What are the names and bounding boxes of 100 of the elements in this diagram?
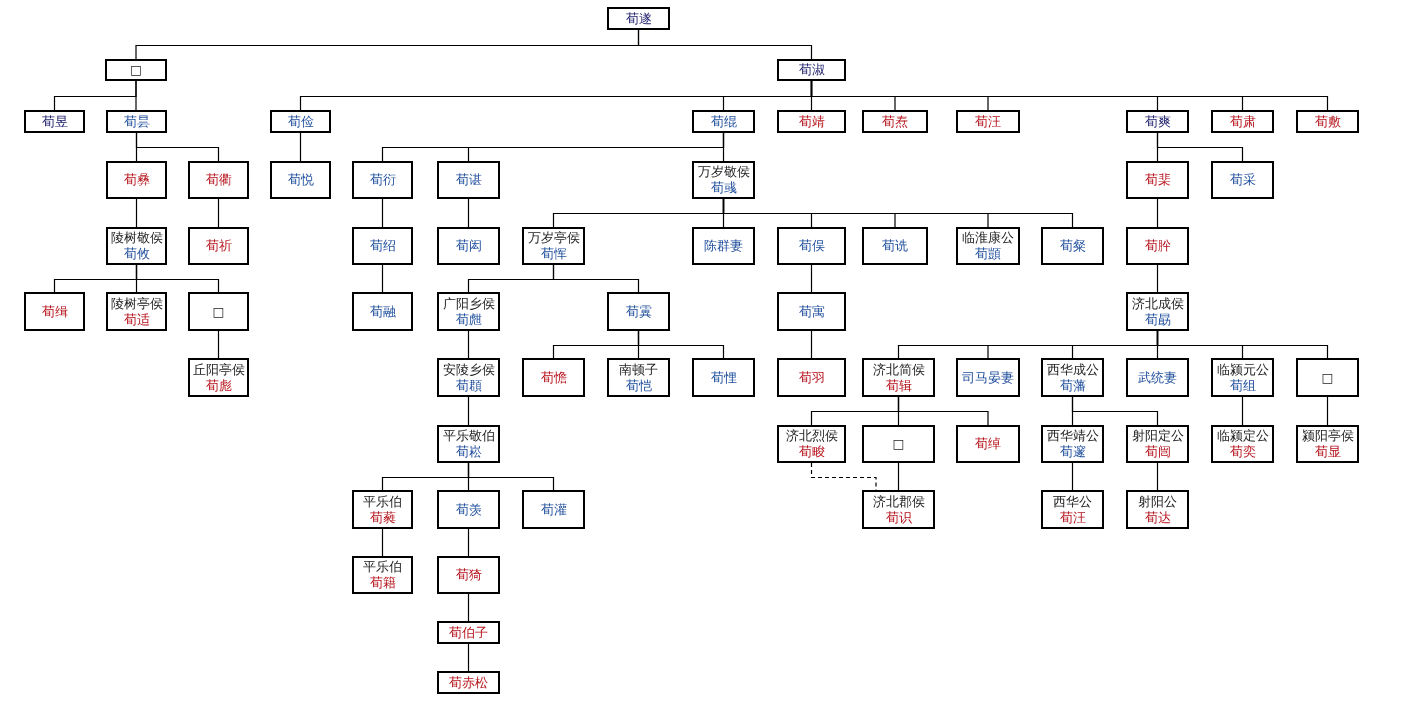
name-text: 荀识 [885,509,912,526]
connector-line [467,330,470,359]
title-text: 丘阳亭侯 [192,361,245,378]
name-text: 荀汪 [975,113,1001,130]
person-box [607,358,670,397]
title-text: 南顿子 [619,361,658,378]
name-text: 荀俭 [287,113,314,130]
name-text: 荀靖 [798,113,825,130]
name-text: 荀蕤 [369,509,396,526]
person-box [1126,110,1189,133]
connector-line [1241,396,1244,426]
title-text: 颍阳亭侯 [1301,428,1354,444]
name-text: 荀羡 [455,501,482,518]
person-box [437,671,500,694]
connector-line [897,462,900,491]
name-text: □ [212,303,225,320]
person-box [188,358,249,397]
name-text: 荀寓 [798,303,825,320]
name-text: 荀绰 [975,436,1001,452]
person-box [1126,227,1189,265]
name-text: 荀猗 [455,567,482,583]
title-text: 济北成侯 [1131,295,1184,312]
person-box [352,227,413,265]
title-text: 西华公 [1053,493,1092,510]
person-box [522,227,585,265]
name-text: 荀组 [1229,377,1256,394]
connector-line [1071,462,1074,491]
person-box [105,59,167,81]
person-box [437,292,500,331]
name-text: 荀肃 [1229,113,1256,130]
person-box [862,490,935,529]
person-box [1211,110,1274,133]
person-box [692,110,755,133]
person-box [1041,358,1104,397]
name-text: 荀俣 [798,238,825,254]
name-text: □ [892,436,905,452]
person-box [956,110,1020,133]
person-box [188,227,249,265]
name-text: 荀采 [1229,172,1256,188]
name-text: 荀诜 [882,238,908,254]
connector-line [1156,198,1159,228]
person-box [522,490,585,529]
title-text: 万岁敬侯 [697,164,750,180]
name-text: 荀肸 [1144,238,1171,254]
person-box [24,292,85,331]
person-box [522,358,585,397]
name-text: 荀闳 [455,238,482,254]
person-box [1041,425,1104,463]
name-text: 荀籍 [369,575,396,591]
person-box [1211,358,1274,397]
name-text: 荀谌 [455,172,482,188]
person-box [1126,358,1189,397]
person-box [956,425,1020,463]
name-text: 荀适 [123,311,150,328]
person-box [777,227,846,265]
name-text: 荀显 [1314,444,1341,460]
connector-line [299,132,302,162]
connector-line [1156,132,1244,162]
title-text: 万岁亭侯 [527,230,580,246]
title-text: 射阳定公 [1131,428,1184,444]
title-text: 平乐伯 [363,559,402,575]
person-box [1126,425,1189,463]
name-text: 荀衢 [205,172,232,188]
person-box [1211,425,1274,463]
person-box [777,110,846,133]
person-box [1296,358,1359,397]
name-text: 荀昙 [123,113,150,130]
person-box [106,227,167,265]
name-text: 武统妻 [1138,369,1177,386]
person-box [270,161,331,199]
name-text: 荀霬 [625,303,652,320]
name-text: 荀畯 [798,444,825,460]
title-text: 临淮康公 [962,230,1014,246]
title-text: 平乐敬伯 [442,428,495,444]
title-text: 西华靖公 [1046,428,1099,444]
name-text: 荀攸 [123,246,150,262]
person-box [188,292,249,331]
person-box [956,358,1020,397]
name-text: 荀辑 [885,377,912,394]
title-text: 陵树亭侯 [110,295,163,312]
name-text: 荀棐 [1144,172,1171,188]
name-text: 荀悝 [710,369,737,386]
connector-line [637,29,813,60]
person-box [352,292,413,331]
name-text: 荀绲 [710,113,737,130]
person-box [437,358,500,397]
person-box [777,292,846,331]
name-text: □ [130,62,142,78]
title-text: 临颍元公 [1216,361,1269,378]
connector-line [810,80,1329,111]
connector-line [1156,264,1159,293]
connector-line [381,264,384,293]
person-box [437,556,500,594]
name-text: 荀融 [369,303,396,320]
person-box [106,161,167,199]
name-text: 荀焘 [882,113,908,130]
connector-line [722,132,725,162]
title-text: 安陵乡侯 [442,361,495,378]
person-box [1126,161,1189,199]
person-box [270,110,331,133]
